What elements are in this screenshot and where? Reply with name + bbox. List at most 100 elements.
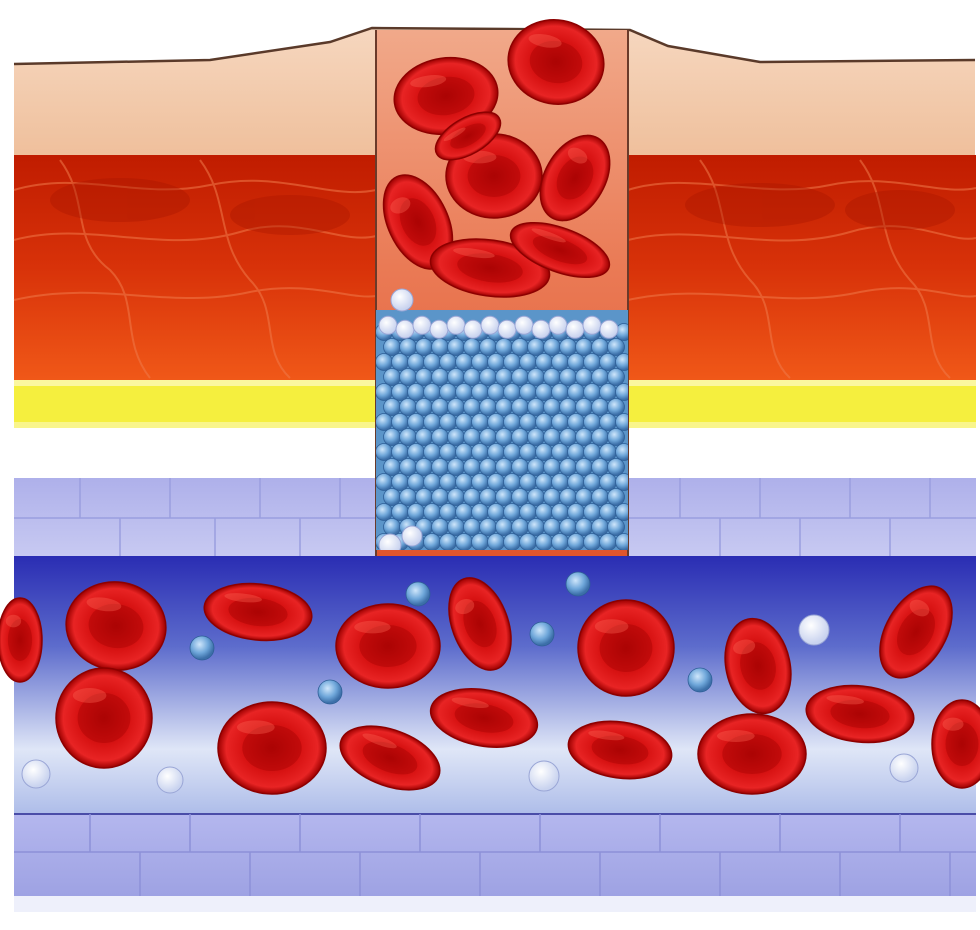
platelet xyxy=(488,444,505,461)
platelet xyxy=(456,444,473,461)
platelet xyxy=(520,444,537,461)
platelet xyxy=(568,504,585,521)
platelet xyxy=(512,459,529,476)
platelet xyxy=(448,399,465,416)
platelet xyxy=(384,369,401,386)
platelet xyxy=(432,369,449,386)
platelet xyxy=(528,429,545,446)
white-blood-cell xyxy=(391,289,413,311)
platelet xyxy=(568,444,585,461)
platelet xyxy=(440,414,457,431)
white-blood-cell xyxy=(890,754,918,782)
platelet xyxy=(472,444,489,461)
platelet xyxy=(496,459,513,476)
platelet xyxy=(392,474,409,491)
platelet xyxy=(456,354,473,371)
platelet xyxy=(560,339,577,356)
platelet xyxy=(608,489,625,506)
platelet xyxy=(376,414,393,431)
platelet xyxy=(440,444,457,461)
platelet xyxy=(464,459,481,476)
platelet xyxy=(464,339,481,356)
platelet xyxy=(416,429,433,446)
platelet xyxy=(432,459,449,476)
platelet xyxy=(400,459,417,476)
white-blood-cell xyxy=(600,320,618,338)
platelet xyxy=(576,339,593,356)
white-blood-cell xyxy=(566,320,584,338)
white-blood-cell xyxy=(498,320,516,338)
platelet xyxy=(520,384,537,401)
white-blood-cell xyxy=(430,320,448,338)
platelet xyxy=(400,429,417,446)
white-blood-cell xyxy=(529,761,559,791)
platelet xyxy=(448,339,465,356)
platelet xyxy=(512,489,529,506)
platelet xyxy=(528,489,545,506)
platelet xyxy=(488,504,505,521)
platelet xyxy=(448,519,465,536)
white-blood-cell xyxy=(549,316,567,334)
platelet xyxy=(592,399,609,416)
platelet xyxy=(384,399,401,416)
platelet xyxy=(504,504,521,521)
platelet xyxy=(392,414,409,431)
platelet xyxy=(536,354,553,371)
platelet xyxy=(536,414,553,431)
platelet xyxy=(528,369,545,386)
platelet xyxy=(416,369,433,386)
platelet xyxy=(400,399,417,416)
platelet xyxy=(424,444,441,461)
platelet xyxy=(552,384,569,401)
white-blood-cell xyxy=(447,316,465,334)
platelet xyxy=(392,354,409,371)
platelet xyxy=(528,519,545,536)
platelet xyxy=(456,414,473,431)
platelet xyxy=(376,444,393,461)
platelet xyxy=(600,354,617,371)
platelet xyxy=(520,474,537,491)
platelet xyxy=(472,474,489,491)
platelet xyxy=(464,429,481,446)
platelet xyxy=(472,504,489,521)
platelet xyxy=(576,489,593,506)
platelet xyxy=(488,414,505,431)
platelet xyxy=(376,354,393,371)
platelet xyxy=(456,534,473,551)
platelet xyxy=(512,339,529,356)
platelet xyxy=(480,429,497,446)
platelet xyxy=(480,459,497,476)
platelet xyxy=(512,369,529,386)
platelet xyxy=(544,429,561,446)
platelet xyxy=(416,459,433,476)
platelet xyxy=(608,339,625,356)
white-blood-cell xyxy=(413,316,431,334)
platelet xyxy=(384,459,401,476)
platelet xyxy=(560,519,577,536)
platelet xyxy=(512,429,529,446)
platelet xyxy=(400,489,417,506)
platelet xyxy=(400,339,417,356)
platelet xyxy=(318,680,342,704)
platelet xyxy=(504,474,521,491)
platelet xyxy=(448,459,465,476)
platelet xyxy=(400,369,417,386)
platelet xyxy=(408,384,425,401)
platelet xyxy=(688,668,712,692)
platelet xyxy=(408,354,425,371)
platelet xyxy=(584,444,601,461)
platelet xyxy=(384,339,401,356)
platelet xyxy=(592,339,609,356)
platelet xyxy=(552,474,569,491)
platelet xyxy=(480,519,497,536)
platelet xyxy=(576,519,593,536)
platelet xyxy=(504,384,521,401)
platelet xyxy=(568,474,585,491)
platelet xyxy=(584,474,601,491)
platelet xyxy=(560,369,577,386)
vessel-lower-wall xyxy=(14,814,976,912)
red-blood-cell xyxy=(578,600,674,696)
platelet xyxy=(560,459,577,476)
platelet xyxy=(600,444,617,461)
platelet xyxy=(544,489,561,506)
